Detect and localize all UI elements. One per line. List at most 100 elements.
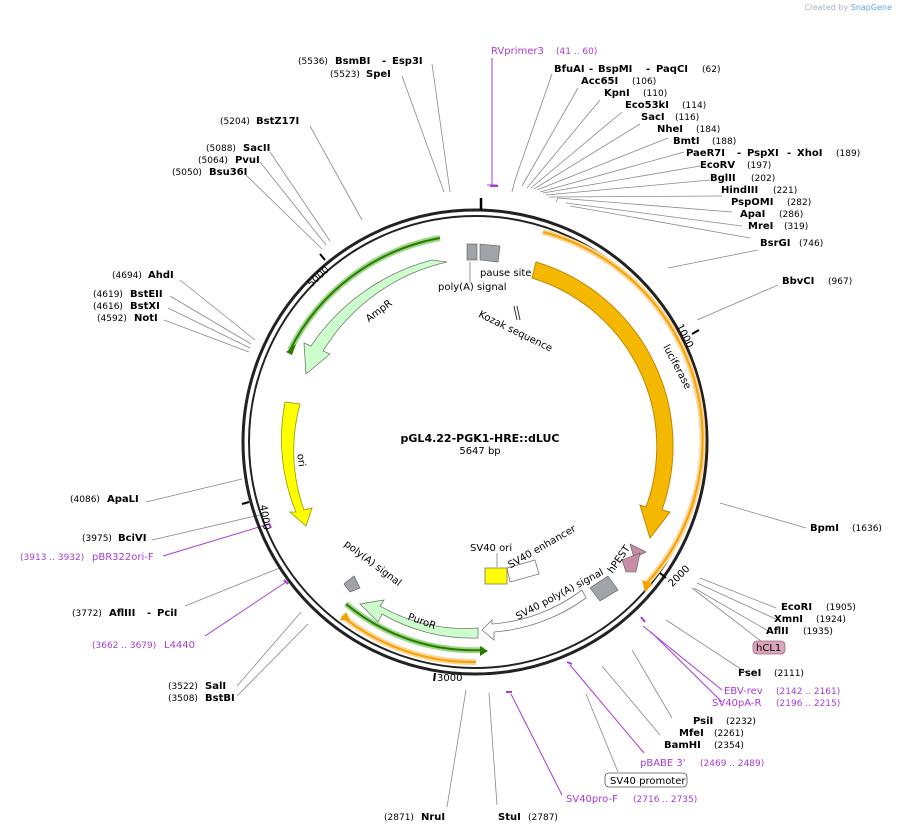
enzyme-pos-ecori: (1905) bbox=[826, 603, 856, 613]
sv40-promoter-label: SV40 promoter bbox=[610, 776, 686, 787]
sv40-promoter-badge bbox=[604, 772, 688, 788]
enzyme-pvui: PvuI bbox=[235, 155, 260, 166]
hcl1-label: hCL1 bbox=[756, 643, 781, 654]
tick-marks bbox=[241, 253, 700, 682]
tick-label-3000: 3000 bbox=[437, 673, 462, 684]
ampr-feature bbox=[303, 259, 448, 375]
hpest-box-b bbox=[621, 552, 641, 573]
enzyme-apali: ApaLI bbox=[107, 494, 139, 505]
enzyme-bglii: BglII bbox=[710, 173, 736, 184]
luciferase-feature bbox=[531, 261, 674, 540]
primer-pbabe3: pBABE 3' bbox=[640, 758, 686, 769]
enzyme-mrei: MreI bbox=[748, 221, 773, 232]
enzyme-ecori: EcoRI bbox=[781, 602, 812, 613]
dash-xhoi: - bbox=[787, 148, 791, 159]
enzyme-pos-ahdi: (4694) bbox=[112, 271, 142, 281]
enzyme-kpni: KpnI bbox=[604, 88, 630, 99]
puror-marker-arrow bbox=[480, 646, 488, 656]
enzyme-ahdi: AhdI bbox=[148, 270, 174, 281]
enzyme-noti: NotI bbox=[134, 313, 158, 324]
luciferase-marker-line bbox=[542, 231, 704, 585]
primer-pbr322ori: pBR322ori-F bbox=[92, 552, 154, 563]
enzyme-pos-bstxi: (4616) bbox=[93, 302, 123, 312]
dash-paqci: - bbox=[646, 64, 650, 75]
primer-pos-sv40pro-f: (2716 .. 2735) bbox=[633, 795, 697, 805]
backbone-outer bbox=[241, 208, 709, 676]
enzyme-pos-aflii: (1935) bbox=[803, 627, 833, 637]
ampr-marker-line bbox=[289, 237, 441, 351]
tick-label-4000: 4000 bbox=[257, 504, 272, 531]
primer-pos-rvprimer3: (41 .. 60) bbox=[556, 47, 597, 57]
polya-top-label: poly(A) signal bbox=[438, 282, 507, 293]
tick-label-5000: 5000 bbox=[306, 264, 332, 289]
ori-label: ori bbox=[294, 453, 307, 467]
polya-box-top bbox=[466, 243, 478, 261]
kozak-mark-b bbox=[513, 305, 518, 321]
enzyme-pos-bglii: (202) bbox=[751, 174, 775, 184]
dash-pcii: - bbox=[147, 608, 151, 619]
enzyme-acc65i: Acc65I bbox=[581, 76, 618, 87]
dash-bspmi: - bbox=[589, 64, 593, 75]
enzyme-pos-bbvci: (967) bbox=[828, 277, 852, 287]
primer-pos-l4440: (3662 .. 3679) bbox=[92, 641, 156, 651]
enzyme-pos-eco53ki: (114) bbox=[682, 101, 706, 111]
enzyme-pos-bstbi: (3508) bbox=[168, 694, 198, 704]
enzyme-pos-kpni: (110) bbox=[643, 89, 667, 99]
primer-ebv-rev: EBV-rev bbox=[724, 686, 763, 697]
puror-marker-line bbox=[345, 603, 485, 652]
puror-orange-arrow bbox=[340, 612, 350, 620]
enzyme-pos-bstz17i: (5204) bbox=[220, 117, 250, 127]
enzyme-pos-mrei: (319) bbox=[784, 222, 808, 232]
primer-sv40pa-r: SV40pA-R bbox=[712, 698, 761, 709]
enzyme-pos-saci: (116) bbox=[675, 113, 699, 123]
enzyme-pos-paer7i: (189) bbox=[836, 149, 860, 159]
enzyme-xhoi: XhoI bbox=[797, 148, 822, 159]
pause-site-box bbox=[479, 243, 501, 263]
primer-pos-sv40pa-r: (2196 .. 2215) bbox=[776, 699, 840, 709]
enzyme-bbvci: BbvCI bbox=[782, 276, 814, 287]
enzyme-paer7i: PaeR7I bbox=[686, 148, 725, 159]
polya-box-right bbox=[589, 575, 619, 602]
enzyme-pos-bsteii: (4619) bbox=[93, 290, 123, 300]
enzyme-pos-nrui: (2871) bbox=[384, 813, 414, 823]
sv40-polya-feature bbox=[481, 589, 587, 641]
enzyme-saci: SacI bbox=[641, 112, 665, 123]
hpest-box-a bbox=[629, 543, 647, 559]
enzyme-pos-ecorv: (197) bbox=[747, 161, 771, 171]
enzyme-aflii: AflII bbox=[766, 626, 789, 637]
enzyme-ecorv: EcoRV bbox=[700, 160, 735, 171]
enzyme-bstz17i: BstZ17I bbox=[256, 116, 299, 127]
enzyme-pos-acc65i: (106) bbox=[632, 77, 656, 87]
enzyme-bsu36i: Bsu36I bbox=[209, 167, 247, 178]
snapgene-logo: Created by SnapGene bbox=[804, 3, 892, 12]
enzyme-pos-apai: (286) bbox=[779, 210, 803, 220]
primer-sv40pro-f: SV40pro-F bbox=[566, 794, 618, 805]
pause-site-label: pause site bbox=[480, 268, 531, 279]
dash-pspxi: - bbox=[737, 148, 741, 159]
enzyme-pos-bsmbi: (5536) bbox=[298, 57, 328, 67]
enzyme-bpmi: BpmI bbox=[810, 523, 839, 534]
enzyme-pos-spei: (5523) bbox=[330, 70, 360, 80]
enzyme-pos-sali: (3522) bbox=[168, 682, 198, 692]
kozak-mark-a bbox=[516, 305, 521, 321]
sv40-enhancer-label: SV40 enhancer bbox=[507, 523, 579, 571]
enzyme-bcivi: BciVI bbox=[118, 533, 146, 544]
enzyme-pos-bmti: (188) bbox=[712, 137, 736, 147]
enzyme-pos-bamhi: (2354) bbox=[714, 741, 744, 751]
polya-box-left bbox=[343, 575, 361, 593]
enzyme-bmti: BmtI bbox=[673, 136, 700, 147]
ori-feature bbox=[281, 401, 313, 527]
primer-pos-ebv-rev: (2142 .. 2161) bbox=[776, 687, 840, 697]
enzyme-pos-noti: (4592) bbox=[97, 314, 127, 324]
enzyme-pos-bcivi: (3975) bbox=[82, 534, 112, 544]
puror-orange-line bbox=[341, 615, 477, 664]
sv40-enhancer-box bbox=[506, 559, 540, 583]
enzyme-eco53ki: Eco53kI bbox=[625, 100, 669, 111]
enzyme-pos-sacii: (5088) bbox=[206, 144, 236, 154]
enzyme-bsrgi: BsrGI bbox=[760, 238, 790, 249]
enzyme-bspmi: BspMI bbox=[598, 64, 632, 75]
plasmid-name: pGL4.22-PGK1-HRE::dLUC bbox=[401, 432, 560, 445]
enzyme-sacii: SacII bbox=[243, 143, 270, 154]
enzyme-spei: SpeI bbox=[366, 69, 391, 80]
